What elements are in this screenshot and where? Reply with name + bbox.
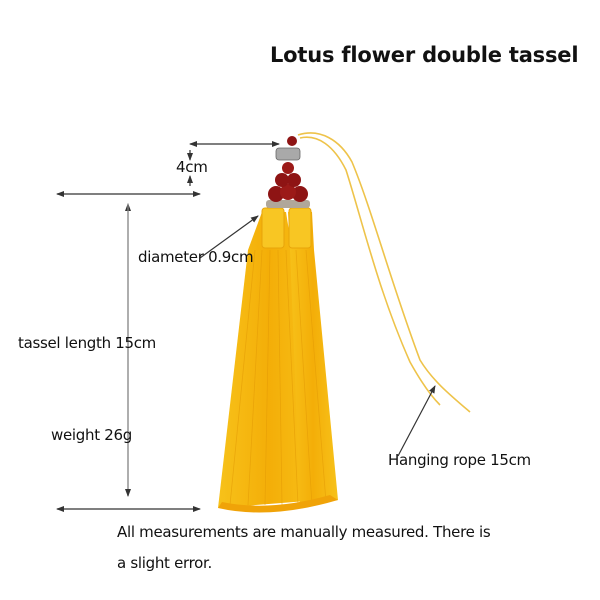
tassel-length-label: tassel length 15cm (18, 334, 156, 352)
page-title: Lotus flower double tassel (270, 43, 579, 67)
note-line-1: All measurements are manually measured. … (117, 523, 491, 541)
note-line-2: a slight error. (117, 554, 212, 572)
bead-cluster (266, 136, 310, 208)
weight-label: weight 26g (51, 426, 132, 444)
measurement-arrows (56, 141, 436, 512)
top-length-label: 4cm (176, 158, 208, 176)
tassel-body (218, 207, 338, 513)
hanging-rope-label: Hanging rope 15cm (388, 451, 531, 469)
diameter-label: diameter 0.9cm (138, 248, 254, 266)
hanging-rope (297, 132, 471, 413)
